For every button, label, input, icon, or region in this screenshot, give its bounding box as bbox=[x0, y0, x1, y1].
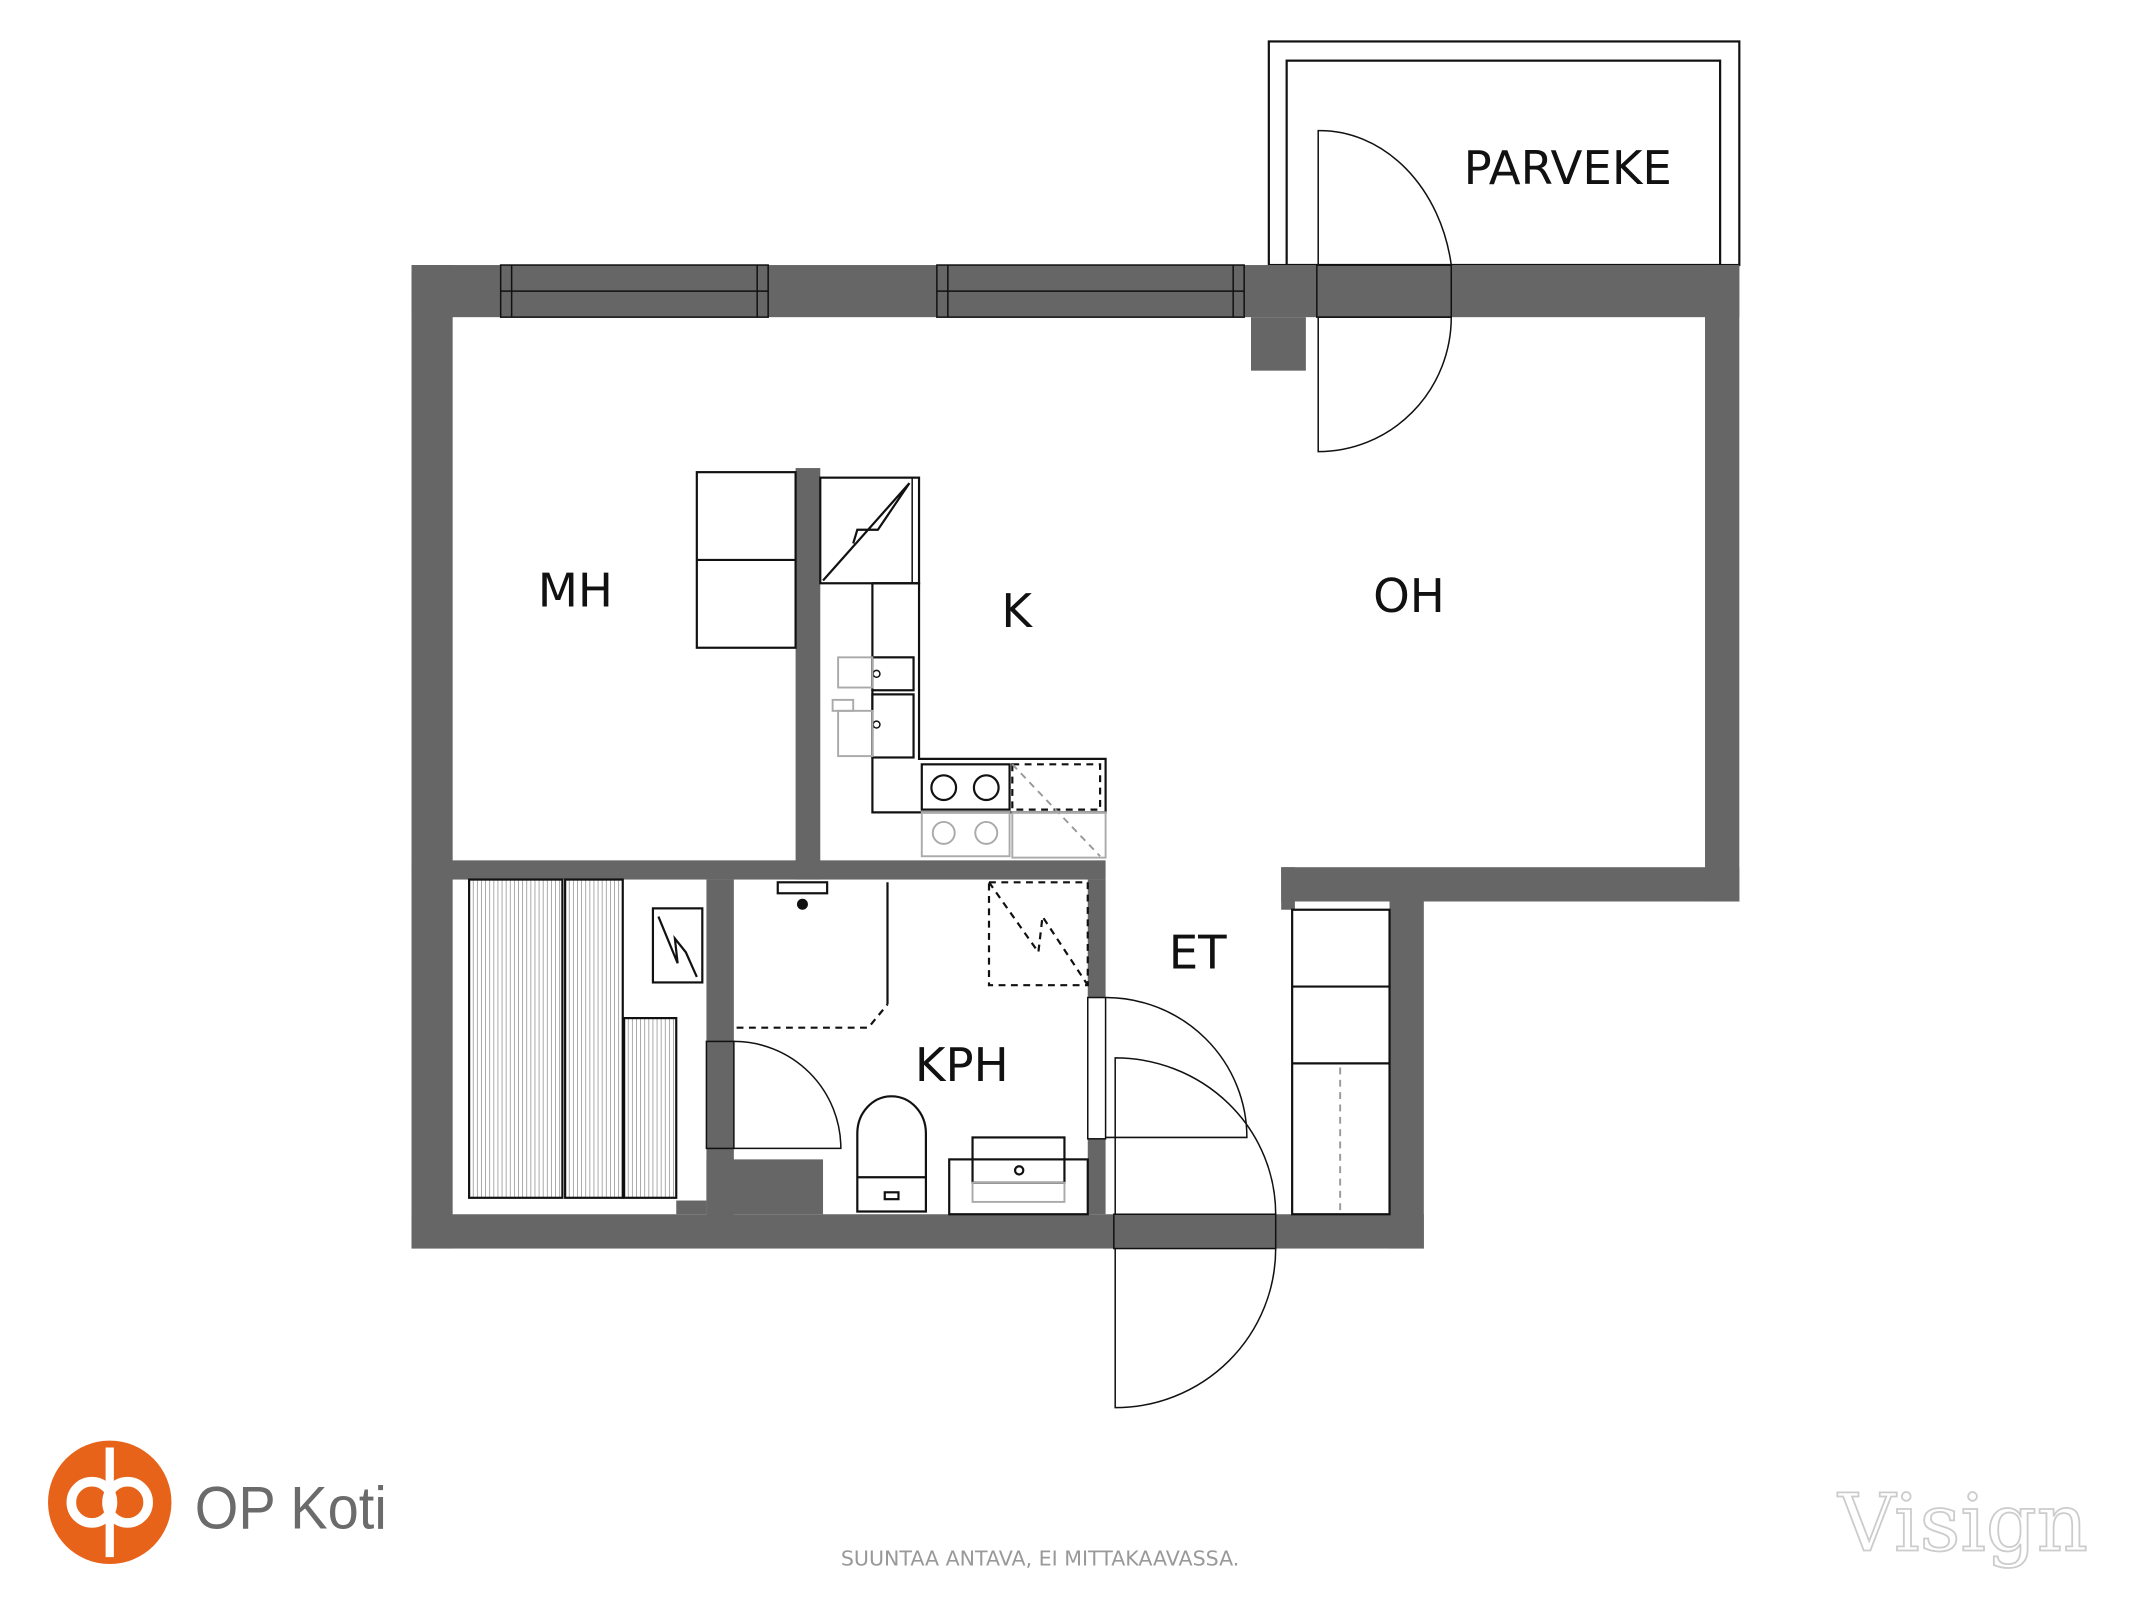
balcony-door bbox=[1316, 129, 1453, 453]
sauna-door bbox=[705, 1040, 842, 1150]
windows bbox=[499, 264, 1245, 318]
room-label-mh: MH bbox=[538, 564, 613, 618]
wardrobe bbox=[695, 471, 797, 649]
bathroom-door bbox=[1087, 996, 1248, 1140]
brand-name: OP Koti bbox=[195, 1473, 387, 1541]
op-logo-icon bbox=[48, 1440, 172, 1565]
disclaimer: SUUNTAA ANTAVA, EI MITTAKAAVASSA. bbox=[841, 1546, 1239, 1570]
room-label-oh: OH bbox=[1373, 569, 1445, 623]
room-label-parveke: PARVEKE bbox=[1464, 141, 1672, 195]
room-label-et: ET bbox=[1169, 926, 1227, 980]
sauna-benches bbox=[468, 878, 704, 1199]
walls bbox=[411, 265, 1740, 1249]
room-label-k: K bbox=[1001, 584, 1033, 638]
kitchen-units bbox=[819, 476, 1107, 859]
watermark: Visign bbox=[1837, 1476, 2088, 1569]
room-label-kph: KPH bbox=[915, 1038, 1009, 1092]
hall-wardrobe bbox=[1291, 908, 1391, 1216]
entrance-door bbox=[1113, 1057, 1277, 1409]
